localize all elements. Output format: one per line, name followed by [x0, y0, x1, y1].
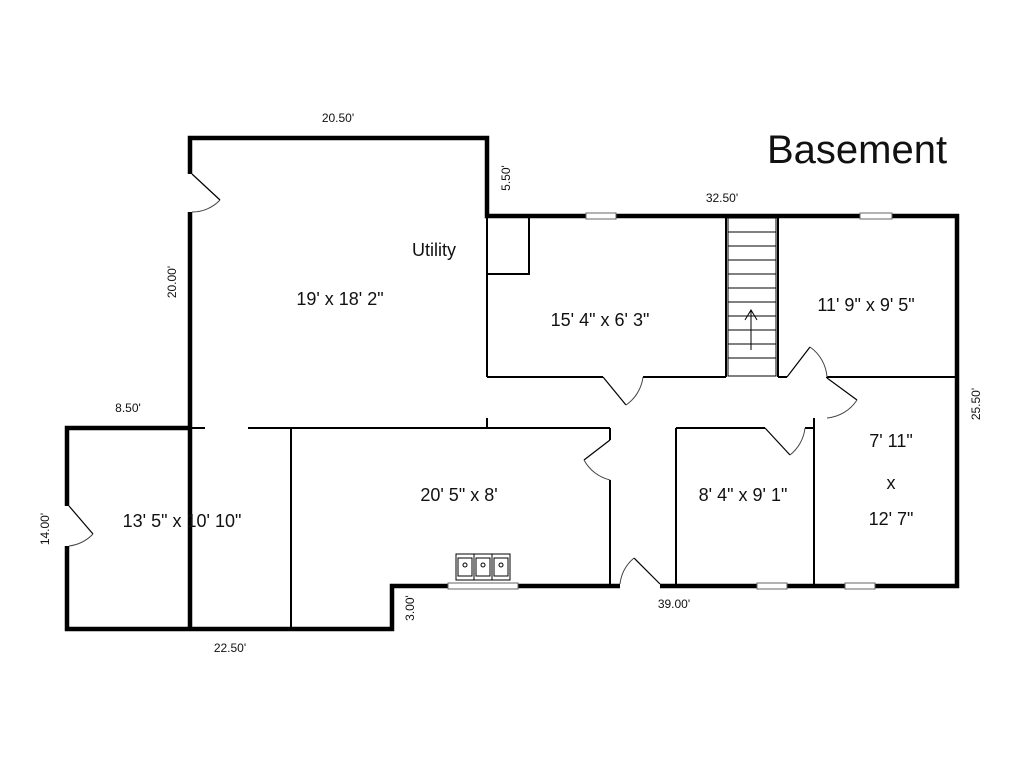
door [63, 505, 94, 547]
door [764, 427, 806, 456]
dimension-label: 22.50' [214, 641, 246, 655]
window [844, 582, 876, 590]
room-size: 13' 5" x 10' 10" [123, 511, 242, 531]
plan-title: Basement [767, 128, 947, 172]
door [619, 557, 661, 590]
dimension-label: 20.00' [165, 266, 179, 298]
room-size-line: 7' 11" [869, 431, 913, 451]
dimension-label: 3.00' [403, 595, 417, 621]
window [756, 582, 788, 590]
room-name-utility: Utility [412, 240, 456, 260]
sink-fixtures [455, 553, 511, 581]
windows [447, 212, 893, 590]
dimension-label: 14.00' [38, 513, 52, 545]
room-size-line: 12' 7" [869, 509, 914, 529]
dimension-label: 25.50' [969, 388, 983, 420]
room-size: 20' 5" x 8' [420, 485, 497, 505]
staircase [727, 217, 777, 377]
exterior-walls [64, 135, 960, 632]
door [786, 346, 828, 378]
stair-direction-arrow [744, 309, 758, 350]
room-size: 15' 4" x 6' 3" [551, 310, 650, 330]
room-size: 8' 4" x 9' 1" [699, 485, 788, 505]
room-size-line: x [887, 473, 896, 493]
window [859, 212, 893, 220]
dimension-label: 20.50' [322, 111, 354, 125]
dimension-label: 39.00' [658, 597, 690, 611]
dimension-label: 32.50' [706, 191, 738, 205]
room-size-utility: 19' x 18' 2" [296, 289, 383, 309]
window [447, 582, 519, 590]
dimension-label: 8.50' [115, 401, 141, 415]
door [602, 376, 644, 406]
doors [63, 173, 858, 590]
interior-walls [190, 215, 957, 629]
dimension-label: 5.50' [499, 165, 513, 191]
door [583, 439, 611, 481]
room-size: 11' 9" x 9' 5" [817, 295, 914, 315]
door [826, 377, 858, 419]
door [186, 173, 221, 213]
window [585, 212, 617, 220]
